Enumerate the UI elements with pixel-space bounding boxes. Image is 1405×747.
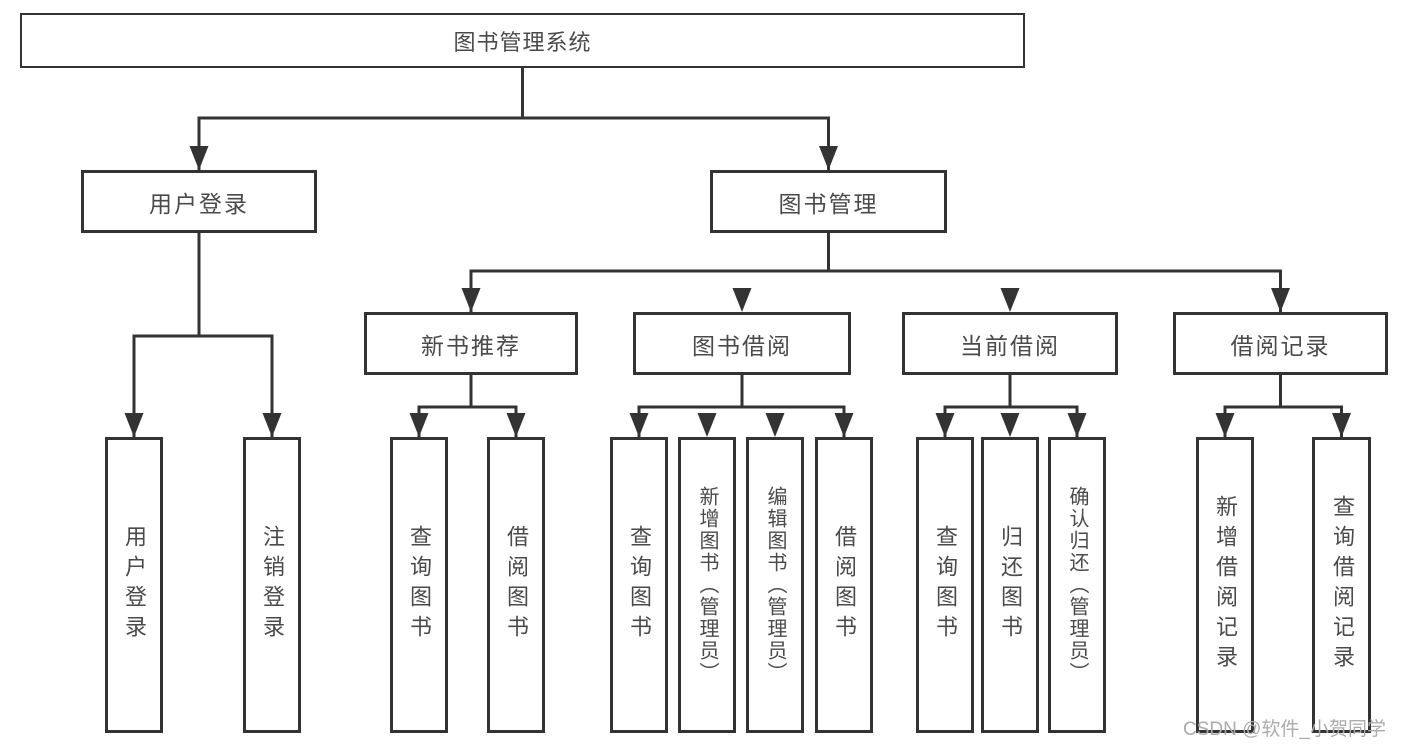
connector-root-to-level2 bbox=[197, 68, 830, 170]
node-user-login: 用户登录 bbox=[81, 170, 317, 233]
leaf-borrow-books-recommend: 借阅图书 bbox=[487, 437, 545, 733]
leaf-query-books-current: 查询图书 bbox=[916, 437, 974, 733]
connector-book-mgmt-children bbox=[469, 233, 1282, 312]
node-book-borrow: 图书借阅 bbox=[633, 312, 851, 375]
connector-new-book-children bbox=[417, 375, 518, 437]
leaf-confirm-return-admin: 确认归还（管理员） bbox=[1048, 437, 1106, 733]
node-borrow-records: 借阅记录 bbox=[1173, 312, 1388, 375]
leaf-borrow-books-borrow: 借阅图书 bbox=[815, 437, 873, 733]
leaf-user-login: 用户登录 bbox=[105, 437, 163, 733]
leaf-add-borrow-record: 新增借阅记录 bbox=[1196, 437, 1254, 733]
connector-book-borrow-children bbox=[637, 375, 846, 437]
leaf-query-borrow-record: 查询借阅记录 bbox=[1312, 437, 1371, 733]
leaf-add-book-admin: 新增图书（管理员） bbox=[678, 437, 736, 733]
connector-borrow-records-children bbox=[1223, 375, 1343, 437]
connector-user-login-children bbox=[132, 233, 274, 437]
node-current-borrow: 当前借阅 bbox=[902, 312, 1118, 375]
leaf-query-books-borrow: 查询图书 bbox=[610, 437, 668, 733]
node-book-management: 图书管理 bbox=[710, 170, 947, 233]
node-new-book-recommend: 新书推荐 bbox=[364, 312, 578, 375]
arrowhead-icons bbox=[124, 146, 1351, 437]
leaf-logout: 注销登录 bbox=[243, 437, 301, 733]
node-root-system: 图书管理系统 bbox=[20, 13, 1025, 68]
leaf-edit-book-admin: 编辑图书（管理员） bbox=[746, 437, 804, 733]
leaf-query-books-recommend: 查询图书 bbox=[390, 437, 448, 733]
leaf-return-books: 归还图书 bbox=[981, 437, 1039, 733]
csdn-watermark: CSDN @软件_小贺同学 bbox=[1183, 719, 1386, 740]
